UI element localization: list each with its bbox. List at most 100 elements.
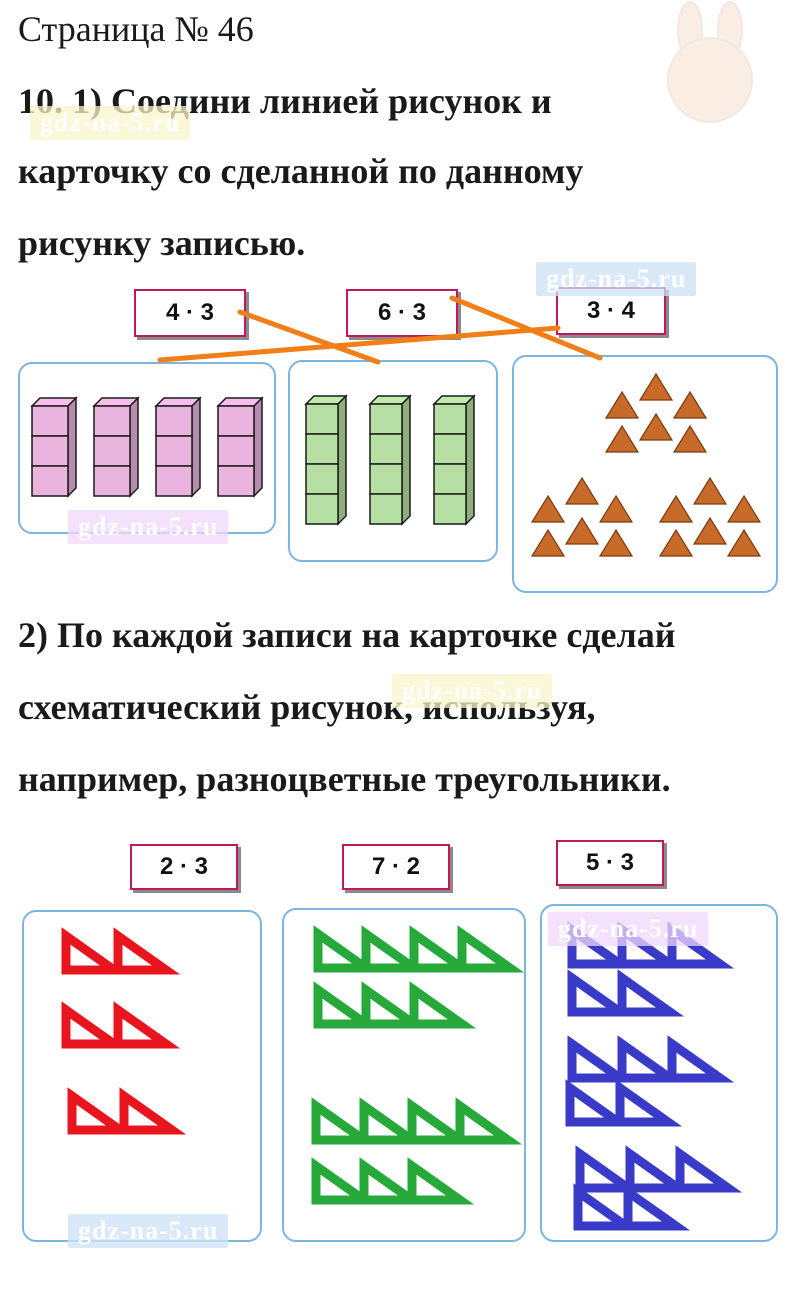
triangle [726, 528, 762, 557]
page-title: Страница № 46 [18, 9, 254, 49]
cube [217, 405, 255, 437]
outline-triangle [567, 969, 635, 1017]
watermark: gdz-na-5.ru [68, 510, 229, 544]
cube [93, 435, 131, 467]
cube [31, 405, 69, 437]
triangle [598, 528, 634, 557]
cube-side [465, 394, 475, 526]
triangle [564, 476, 600, 505]
outline-triangle [617, 969, 685, 1017]
task2-line1: 2) По каждой записи на карточке сделай [18, 615, 676, 655]
outline-triangle [311, 1097, 379, 1145]
cube [93, 405, 131, 437]
watermark: gdz-na-5.ru [548, 912, 709, 946]
cube [433, 433, 467, 465]
connector-line [449, 295, 603, 361]
watermark: gdz-na-5.ru [30, 106, 191, 140]
triangle [598, 494, 634, 523]
outline-triangle [361, 981, 429, 1029]
outline-triangle [625, 1145, 693, 1193]
outline-triangle [623, 1183, 691, 1231]
triangle [658, 494, 694, 523]
outline-triangle [113, 927, 181, 975]
cube-side [129, 396, 139, 498]
triangle [692, 516, 728, 545]
cube [155, 465, 193, 497]
cube [369, 403, 403, 435]
outline-triangle [113, 1001, 181, 1049]
triangle [638, 412, 674, 441]
bunny-mascot-icon [667, 1, 753, 123]
watermark: gdz-na-5.ru [68, 1214, 229, 1248]
task2-card-2: 7 · 2 [342, 844, 450, 890]
outline-triangle [567, 921, 635, 969]
outline-triangle [61, 1001, 129, 1049]
task2-card-3: 5 · 3 [556, 840, 664, 886]
cube [31, 465, 69, 497]
cube [155, 435, 193, 467]
cube [369, 433, 403, 465]
outline-triangle [455, 1097, 523, 1145]
outline-triangle [409, 925, 477, 973]
outline-triangle [407, 1157, 475, 1205]
triangle [726, 494, 762, 523]
cube [369, 463, 403, 495]
outline-triangle [617, 1035, 685, 1083]
triangle [658, 528, 694, 557]
task1-card-2: 6 · 3 [346, 289, 458, 337]
outline-triangle [311, 1157, 379, 1205]
cube [155, 405, 193, 437]
cube-side [401, 394, 411, 526]
triangle [564, 516, 600, 545]
cube [433, 403, 467, 435]
triangle [672, 424, 708, 453]
task1-line2: карточку со сделанной по данному [18, 151, 584, 191]
outline-triangle [359, 1097, 427, 1145]
outline-triangle [567, 1035, 635, 1083]
outline-triangle [565, 1079, 633, 1127]
task2-card-1: 2 · 3 [130, 844, 238, 890]
cube [31, 435, 69, 467]
cube [217, 465, 255, 497]
cube [305, 403, 339, 435]
cube [305, 433, 339, 465]
outline-triangle [457, 925, 525, 973]
triangle [692, 476, 728, 505]
cube-side [191, 396, 201, 498]
outline-triangle [615, 1079, 683, 1127]
cube [433, 493, 467, 525]
triangle [530, 528, 566, 557]
cube-side [337, 394, 347, 526]
cube-side [67, 396, 77, 498]
outline-triangle [313, 925, 381, 973]
task2-line3: например, разноцветные треугольники. [18, 759, 671, 799]
outline-triangle [675, 1145, 743, 1193]
cube [433, 463, 467, 495]
cube [369, 493, 403, 525]
triangle [638, 372, 674, 401]
outline-triangle [667, 1035, 735, 1083]
triangle [604, 424, 640, 453]
triangle [672, 390, 708, 419]
cube [217, 435, 255, 467]
outline-triangle [575, 1145, 643, 1193]
outline-triangle [119, 1087, 187, 1135]
cube [305, 463, 339, 495]
connector-line [157, 325, 561, 363]
triangle [530, 494, 566, 523]
cube [305, 493, 339, 525]
task1-card-1: 4 · 3 [134, 289, 246, 337]
outline-triangle [667, 921, 735, 969]
outline-triangle [573, 1183, 641, 1231]
outline-triangle [617, 921, 685, 969]
connector-line [237, 309, 381, 365]
outline-triangle [409, 981, 477, 1029]
outline-triangle [61, 927, 129, 975]
outline-triangle [359, 1157, 427, 1205]
outline-triangle [313, 981, 381, 1029]
task1-line3: рисунку записью. [18, 223, 306, 263]
cube-side [253, 396, 263, 498]
outline-triangle [361, 925, 429, 973]
cube [93, 465, 131, 497]
